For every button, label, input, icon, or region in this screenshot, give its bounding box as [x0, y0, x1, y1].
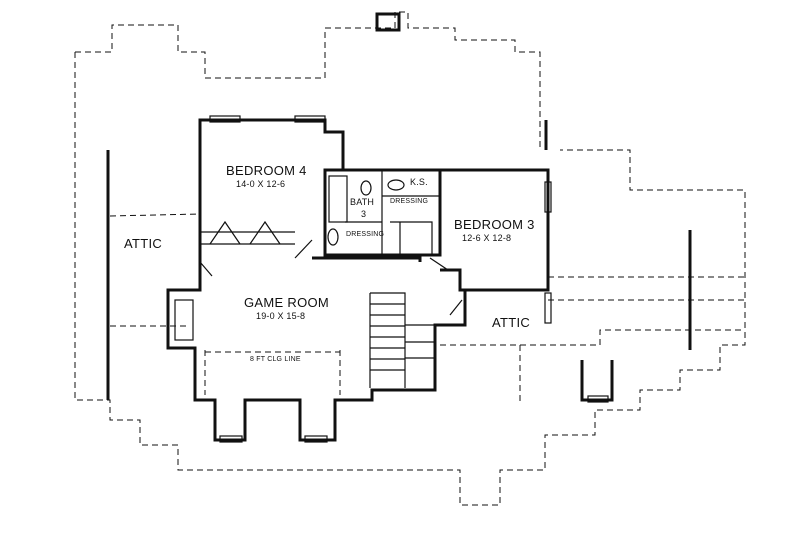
- bedroom4-label: BEDROOM 4: [226, 163, 307, 178]
- toilet: [360, 180, 372, 196]
- bedroom4-walls: [198, 118, 345, 260]
- roof-outline-top: [75, 11, 541, 150]
- ceiling-line-note: 8 FT CLG LINE: [250, 356, 301, 363]
- attic-left-label: ATTIC: [124, 236, 163, 251]
- bedroom4-window-top-right: [294, 115, 326, 123]
- bedroom4-closet: [200, 231, 295, 245]
- bath-label: BATH: [350, 197, 375, 207]
- bedroom3-window-lower: [544, 292, 552, 324]
- bedroom3-window: [544, 181, 552, 213]
- bay-sill-right: [304, 435, 328, 443]
- game-room-walls: [166, 260, 467, 442]
- bedroom4-window-top-left: [209, 115, 241, 123]
- game-room-door-right: [449, 299, 463, 316]
- bedroom3-walls: [440, 168, 550, 292]
- bedroom3-door: [429, 257, 449, 271]
- bedroom3-label: BEDROOM 3: [454, 217, 535, 232]
- game-room-top-wall: [325, 256, 422, 262]
- attic-right-label: ATTIC: [492, 315, 531, 330]
- roof-outline: [74, 52, 746, 506]
- dressing-sink: [327, 228, 339, 246]
- dressing-lower-label: DRESSING: [346, 231, 385, 238]
- right-dormer-sill: [587, 395, 609, 403]
- bedroom4-closet-door-2: [249, 220, 281, 245]
- bedroom4-size: 14-0 X 12-6: [236, 179, 286, 189]
- game-room-bay-window: [174, 299, 194, 341]
- bathtub: [328, 175, 348, 223]
- chimney: [375, 12, 401, 32]
- stairs: [369, 292, 435, 388]
- right-dormer: [580, 360, 614, 402]
- bath-number: 3: [361, 209, 367, 219]
- attic-line-right-lower: [440, 329, 745, 346]
- dressing-upper-label: DRESSING: [390, 198, 429, 205]
- dressing-closet: [390, 221, 433, 255]
- bedroom4-door: [294, 239, 313, 259]
- game-room-door-left: [199, 261, 213, 277]
- ks-sink: [387, 179, 405, 191]
- ks-label: K.S.: [410, 177, 428, 187]
- bay-sill-left: [219, 435, 243, 443]
- attic-line-left-upper: [109, 213, 201, 217]
- game-room-size: 19-0 X 15-8: [256, 311, 306, 321]
- game-room-label: GAME ROOM: [244, 295, 330, 310]
- bath-divider: [345, 170, 440, 255]
- bedroom3-size: 12-6 X 12-8: [462, 233, 512, 243]
- bedroom4-closet-door-1: [209, 220, 241, 245]
